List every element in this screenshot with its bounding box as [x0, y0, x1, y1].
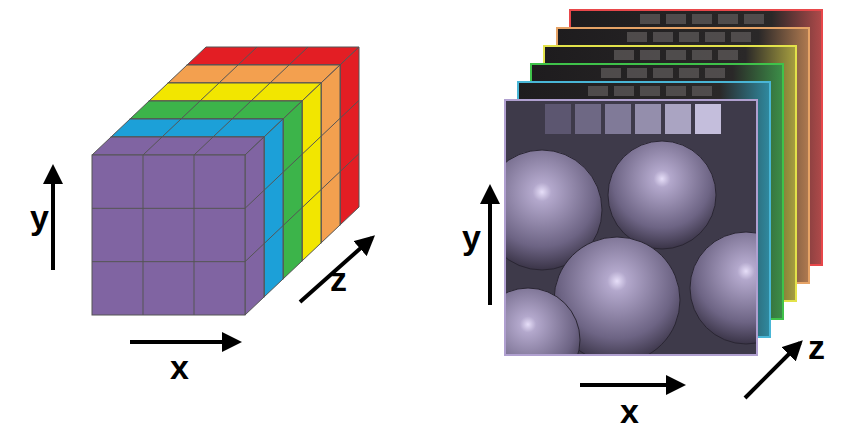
grid-line [283, 208, 302, 226]
slice-side [340, 47, 359, 225]
slice-side [283, 101, 302, 279]
chart-patch [601, 68, 621, 78]
grid-line [143, 137, 162, 155]
axis-label: x [620, 394, 639, 428]
grid-line [283, 154, 302, 172]
chart-patch [665, 104, 691, 134]
image-stack [476, 10, 822, 392]
front-image [505, 100, 757, 355]
grid-line [238, 47, 257, 65]
chart-patch [653, 68, 673, 78]
chart-patch [692, 86, 712, 96]
grid-line [213, 119, 232, 137]
chart-patch [679, 68, 699, 78]
spectral-cube [92, 47, 359, 315]
chart-patch [635, 104, 661, 134]
grid-line [340, 154, 359, 172]
slice-top [92, 137, 264, 155]
grid-line [232, 101, 251, 119]
grid-line [264, 226, 283, 244]
grid-line [321, 172, 340, 190]
chart-patch [666, 14, 686, 24]
slice-side [321, 65, 340, 243]
slice-top [168, 65, 340, 83]
grid-line [194, 137, 213, 155]
slice-front [92, 155, 245, 315]
slice-top [187, 47, 359, 65]
grid-line [264, 172, 283, 190]
chart-patch [666, 50, 686, 60]
chart-patch [705, 68, 725, 78]
slice-top [149, 83, 321, 101]
chart-patch [692, 14, 712, 24]
grid-line [245, 244, 264, 262]
image-border [505, 100, 757, 355]
slice-top [111, 119, 283, 137]
grid-line [251, 83, 270, 101]
axis-label: x [170, 350, 189, 384]
chart-patch [692, 50, 712, 60]
grid-line [302, 190, 321, 208]
chart-patch [640, 14, 660, 24]
balloon [690, 232, 757, 344]
grid-line [92, 208, 245, 209]
balloon [505, 288, 580, 355]
grid-line [162, 119, 181, 137]
chart-patch [605, 104, 631, 134]
grid-line [181, 101, 200, 119]
grid-line [92, 261, 245, 262]
grid-line [245, 190, 264, 208]
grid-line [143, 155, 144, 315]
chart-patch [744, 14, 764, 24]
grid-line [321, 118, 340, 136]
axis-label: y [30, 200, 49, 234]
grid-line [289, 47, 308, 65]
cube-slice [92, 137, 264, 315]
grid-line [270, 65, 289, 83]
axis-label: z [808, 330, 825, 364]
chart-patch [588, 86, 608, 96]
slice-top [130, 101, 302, 119]
chart-patch [614, 50, 634, 60]
chart-patch [640, 50, 660, 60]
chart-patch [614, 86, 634, 96]
chart-patch [731, 32, 751, 42]
chart-patch [545, 104, 571, 134]
chart-patch [640, 86, 660, 96]
axis-label: y [462, 220, 481, 254]
slice-side [302, 83, 321, 261]
slice-side [245, 137, 264, 315]
chart-patch [627, 68, 647, 78]
chart-patch [666, 86, 686, 96]
grid-line [200, 83, 219, 101]
grid-line [340, 100, 359, 118]
slice-side [264, 119, 283, 297]
grid-line [219, 65, 238, 83]
chart-patch [718, 14, 738, 24]
axis-label: z [330, 262, 347, 296]
grid-line [302, 136, 321, 154]
chart-patch [705, 32, 725, 42]
chart-patch [575, 104, 601, 134]
chart-patch [627, 32, 647, 42]
chart-patch [718, 50, 738, 60]
chart-patch [695, 104, 721, 134]
chart-patch [653, 32, 673, 42]
axis-arrows [53, 168, 800, 398]
balloon [608, 141, 716, 249]
grid-line [194, 155, 195, 315]
chart-patch [679, 32, 699, 42]
